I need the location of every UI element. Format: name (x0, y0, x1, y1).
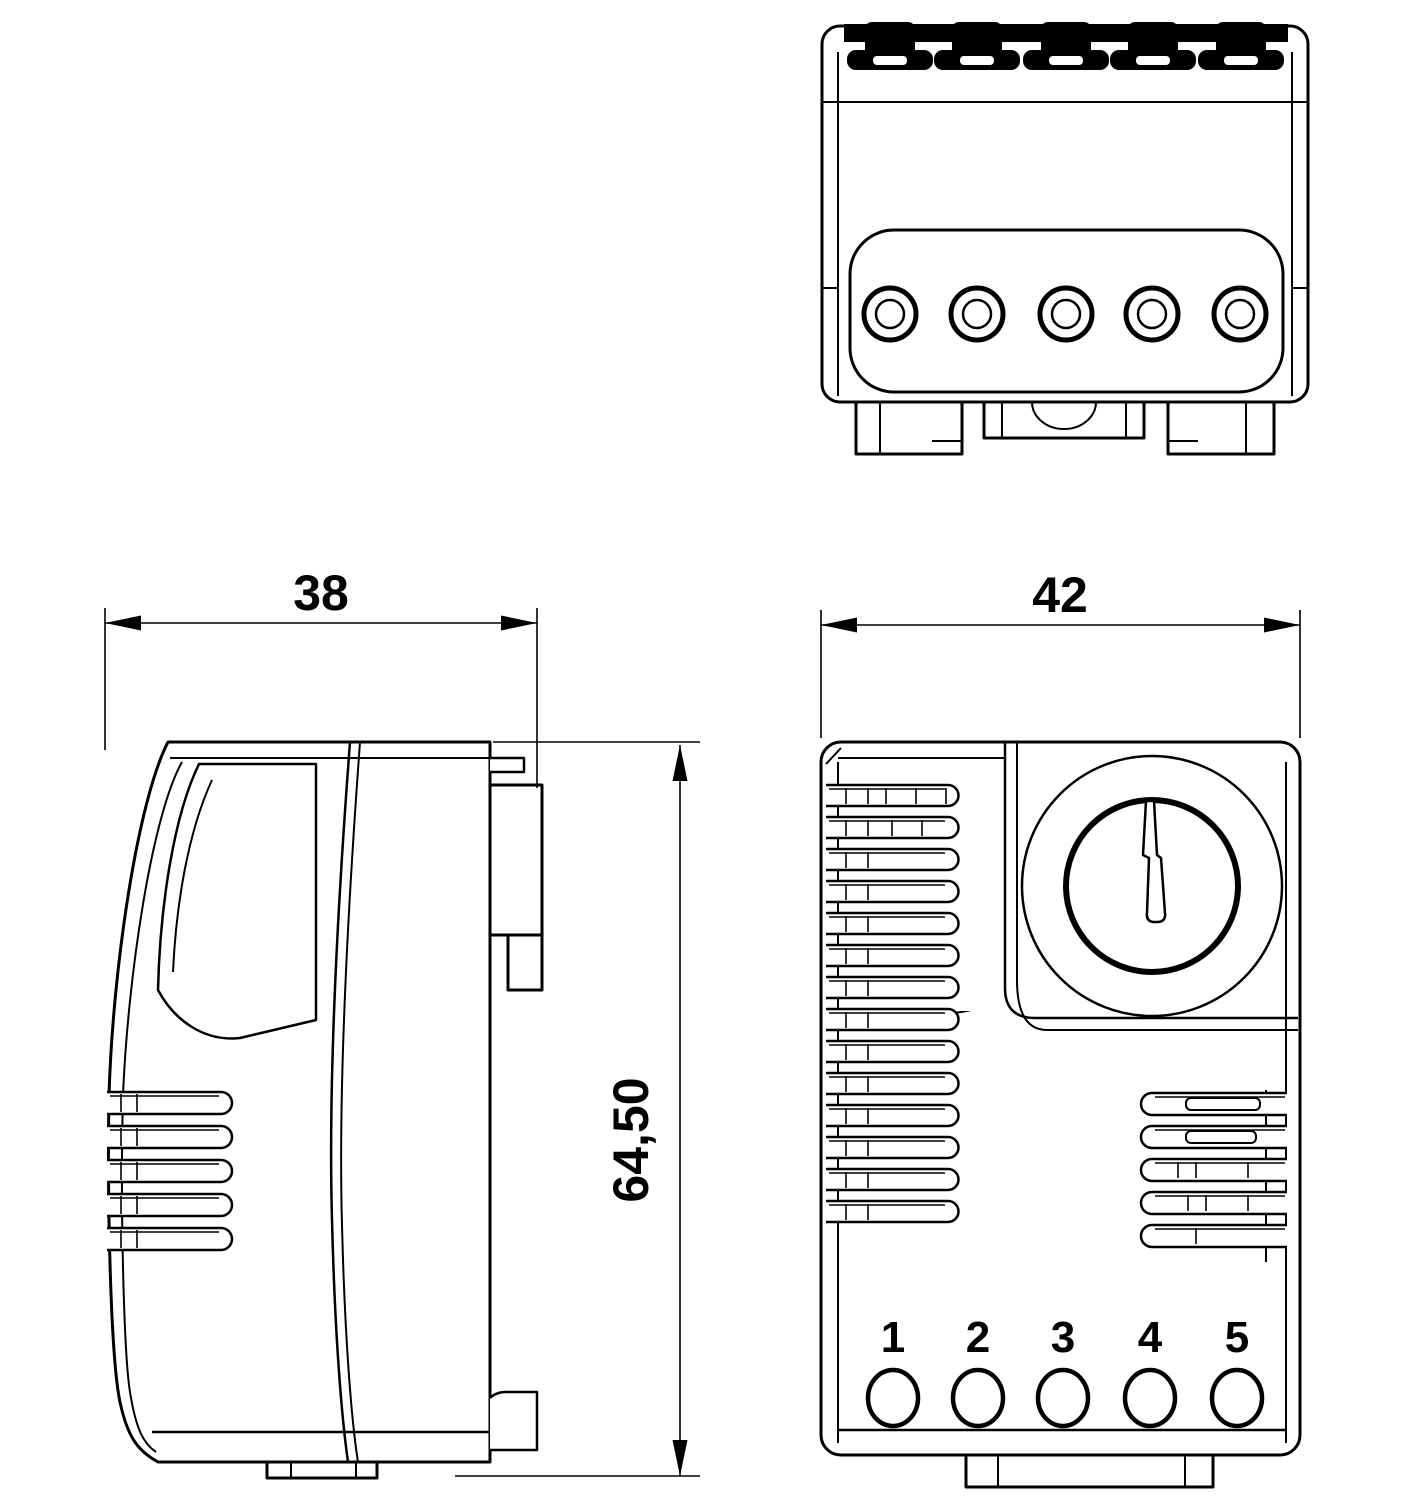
terminal-label-2: 2 (966, 1313, 990, 1362)
din-clip-lower-block (506, 933, 544, 992)
arrowhead-right-38 (501, 615, 537, 631)
dial-pointer (1141, 799, 1167, 924)
arrowhead-left-42 (821, 617, 857, 633)
terminal-label-4: 4 (1138, 1313, 1163, 1362)
dial-bezel-ring (1020, 754, 1284, 1018)
din-rail-recess-arc (1031, 401, 1097, 430)
front-view-left-louvers (824, 783, 960, 1224)
terminal-hole-1 (865, 1367, 921, 1429)
front-shell-seam-inner (340, 741, 361, 1463)
dimension-side-width: 38 (104, 565, 538, 788)
dial-housing-inner-line (172, 779, 213, 973)
din-clip-upper-tab (490, 756, 526, 774)
dimension-text-38: 38 (293, 565, 349, 621)
terminal-hole-5 (1209, 1367, 1265, 1429)
louver-rib-ticks (885, 788, 947, 836)
terminal-hole-3 (1035, 1367, 1091, 1429)
side-view (105, 740, 544, 1480)
top-view (820, 22, 1310, 456)
terminal-screws (861, 285, 1269, 343)
dial-housing-side-profile (156, 762, 318, 1040)
top-view-inner-walls (837, 52, 1293, 396)
dimension-text-64-50: 64,50 (603, 1077, 659, 1202)
arrowhead-left-38 (105, 615, 141, 631)
terminal-label-3: 3 (1051, 1313, 1075, 1362)
terminal-hole-4 (1122, 1367, 1178, 1429)
terminal-block-panel (848, 228, 1285, 394)
front-terminal-row: 1 2 3 4 5 (865, 1313, 1265, 1429)
din-clip-bottom-tab (489, 1390, 539, 1452)
front-view-right-louvers (1139, 1090, 1289, 1262)
dial-panel-outline (1003, 742, 1298, 1020)
terminal-label-5: 5 (1225, 1313, 1249, 1362)
din-clip-block (488, 783, 544, 937)
terminal-clamps (847, 22, 1284, 70)
front-view: 1 2 3 4 5 (819, 740, 1302, 1489)
terminal-label-1: 1 (881, 1313, 905, 1362)
top-view-mounting-feet (854, 400, 1276, 456)
front-shell-seam-outer (329, 741, 352, 1463)
front-view-foot (964, 1453, 1215, 1489)
front-view-corner-chamfer (825, 747, 842, 765)
arrowhead-top-64-50 (672, 745, 688, 781)
arrowhead-bottom-64-50 (672, 1440, 688, 1476)
dimension-overall-height: 64,50 (455, 741, 700, 1477)
side-view-foot (265, 1460, 379, 1480)
dimension-front-width: 42 (820, 567, 1301, 738)
extension-lines-42 (820, 610, 1301, 738)
dimension-text-42: 42 (1032, 567, 1088, 623)
dial-panel-inner-line (1016, 742, 1298, 1031)
extension-lines-64-50 (455, 741, 700, 1477)
terminal-hole-2 (950, 1367, 1006, 1429)
extension-lines-38 (104, 608, 538, 788)
arrowhead-right-42 (1264, 617, 1300, 633)
